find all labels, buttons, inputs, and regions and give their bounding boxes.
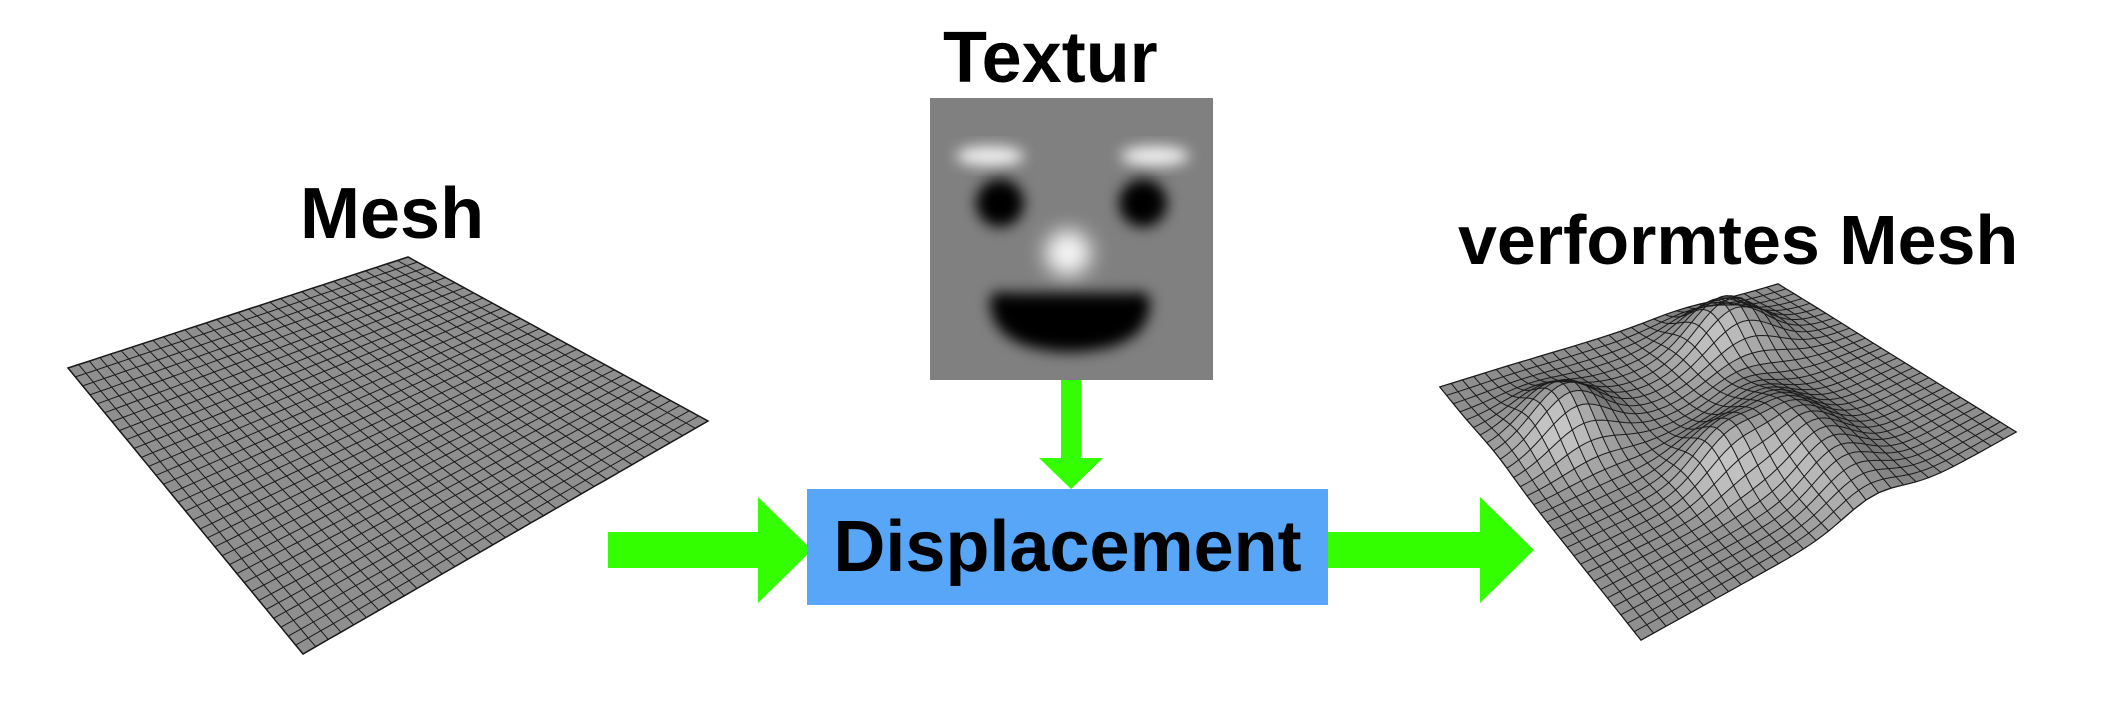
right-eyebrow	[1121, 146, 1189, 166]
arrow-down-icon	[1039, 380, 1103, 489]
mesh-label: Mesh	[300, 174, 485, 254]
arrow-right-icon	[608, 497, 812, 603]
right-eye	[1119, 179, 1167, 227]
arrow-right-icon	[1328, 497, 1534, 603]
mouth	[990, 292, 1150, 352]
deformed-mesh-label: verformtes Mesh	[1458, 201, 2019, 279]
texture-label: Textur	[943, 18, 1158, 98]
nose	[1045, 230, 1091, 276]
displacement-box: Displacement	[807, 489, 1328, 605]
displacement-label: Displacement	[833, 507, 1302, 587]
left-eye	[976, 179, 1024, 227]
left-eyebrow	[956, 146, 1024, 166]
